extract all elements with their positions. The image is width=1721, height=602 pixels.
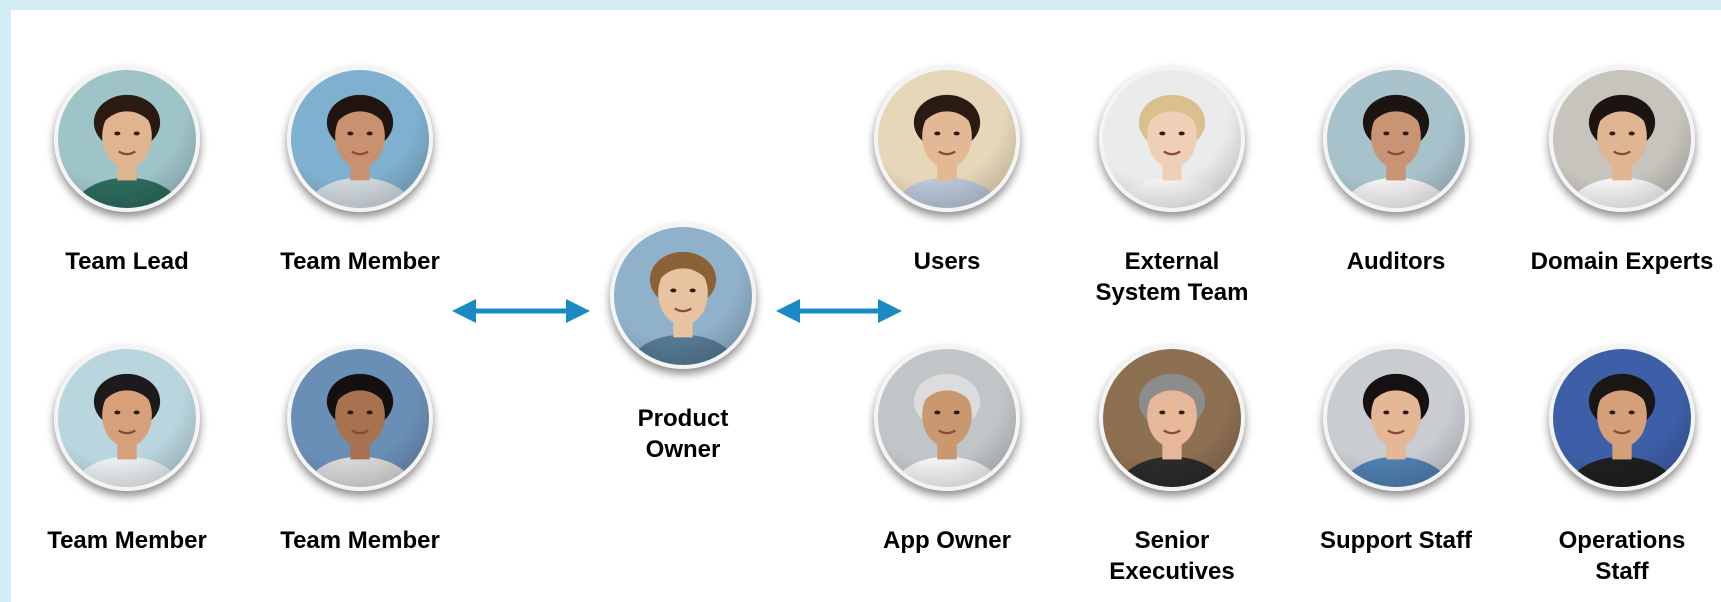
portrait-image (1553, 349, 1691, 487)
person-label: Auditors (1346, 248, 1446, 275)
person-photo-icon (874, 345, 1020, 491)
portrait-image (58, 349, 196, 487)
portrait-image (614, 227, 752, 365)
person-label: Product Owner (637, 405, 729, 463)
person-photo-icon (54, 66, 200, 212)
person-photo-icon (1549, 345, 1695, 491)
person-label: Team Member (47, 527, 207, 554)
person-photo-icon (610, 223, 756, 369)
person-photo-icon (1549, 66, 1695, 212)
double-arrow-icon (776, 299, 902, 323)
person-photo-icon (1099, 345, 1245, 491)
person-label: Domain Experts (1530, 248, 1714, 275)
portrait-image (58, 70, 196, 208)
portrait-image (1327, 70, 1465, 208)
person-photo-icon (1099, 66, 1245, 212)
person-label: App Owner (882, 527, 1011, 554)
portrait-image (291, 349, 429, 487)
portrait-image (291, 70, 429, 208)
person-label: Team Member (280, 527, 440, 554)
person-label: Team Lead (65, 248, 189, 275)
portrait-image (1553, 70, 1691, 208)
double-arrow-icon (452, 299, 590, 323)
portrait-image (1103, 349, 1241, 487)
person-label: Users (913, 248, 981, 275)
person-photo-icon (1323, 345, 1469, 491)
portrait-image (1327, 349, 1465, 487)
person-label: Operations Staff (1558, 527, 1686, 585)
person-label: Team Member (280, 248, 440, 275)
person-photo-icon (874, 66, 1020, 212)
person-photo-icon (1323, 66, 1469, 212)
person-photo-icon (287, 66, 433, 212)
person-label: External System Team (1095, 248, 1249, 306)
portrait-image (1103, 70, 1241, 208)
person-photo-icon (54, 345, 200, 491)
portrait-image (878, 70, 1016, 208)
person-label: Support Staff (1320, 527, 1472, 554)
portrait-image (878, 349, 1016, 487)
person-label: Senior Executives (1109, 527, 1235, 585)
person-photo-icon (287, 345, 433, 491)
